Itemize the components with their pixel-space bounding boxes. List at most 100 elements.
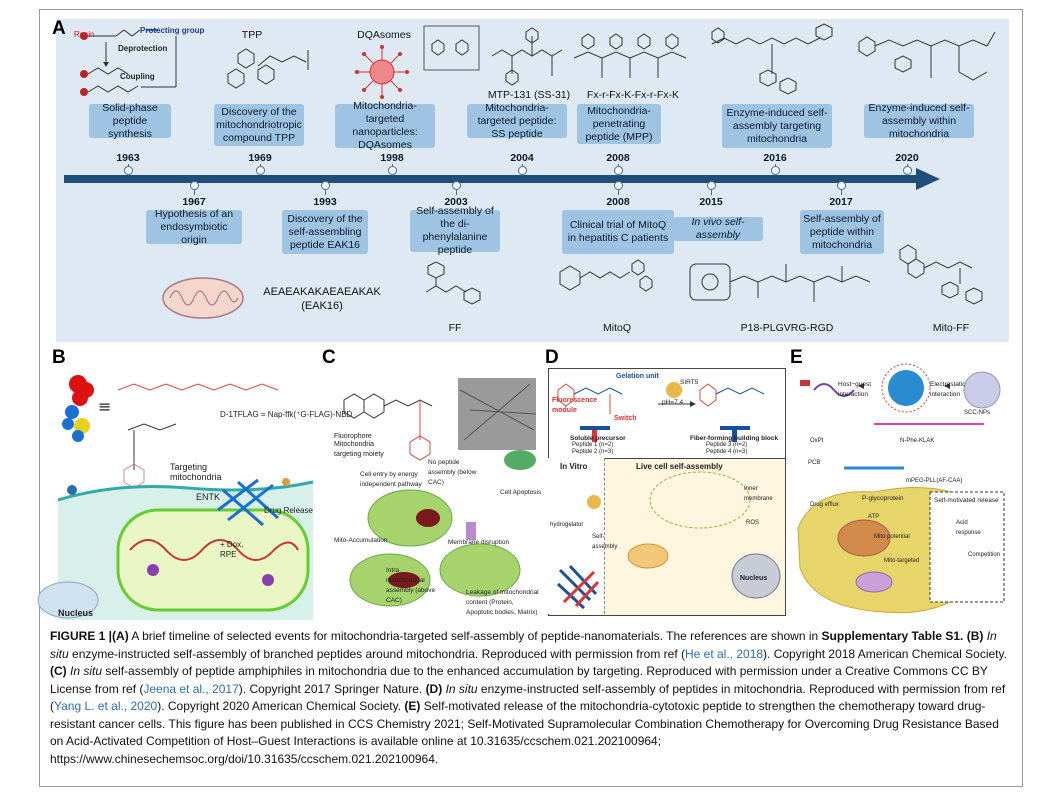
e-pcb: PCB [808,460,821,466]
mitoq-structure [559,259,653,292]
event-box-1967: Hypothesis of an endosymbiotic origin [146,208,242,246]
d-switch: Switch [614,415,637,422]
panel-d-label: D [545,347,559,368]
event-box-2008-top: Mitochondria-penetrating peptide (MPP) [577,104,661,144]
dqasome-structure [355,25,480,99]
caption-a-tag: (A) [112,629,129,643]
d-peptides-block: Peptide 3 (n=2) Peptide 4 (n=3) [706,442,748,455]
tick-dot [518,166,527,175]
caption-e-tag: (E) [404,699,421,713]
c-leakage: Leakage of mitochondrial content (Protei… [466,589,539,616]
mitoff-structure [899,244,983,305]
e-electrostatic: Electrostatic interaction [930,381,966,398]
eak16-sequence: AEAEAKAKAEAEAKAK [263,286,381,298]
e-efflux: Drug efflux [810,502,839,508]
year-2017: 2017 [829,196,853,208]
caption-c-text: self-assembly of peptide amphiphiles in … [50,664,988,696]
caption-e-text: Self-motivated release of the mitochondr… [50,699,999,766]
event-box-2017: Self-assembly of peptide within mitochon… [800,210,884,254]
event-box-1963: Solid-phase peptide synthesis [89,102,171,140]
tpp-structure [227,48,309,89]
resin-label: Resin [74,30,95,39]
year-1969: 1969 [248,152,272,164]
ref-yang-2020[interactable]: Yang L. et al., 2020 [54,699,158,713]
panel-c-illustration [343,378,537,607]
d-fluorescence: Fluorescence module [552,397,598,414]
mitochondrion-icon [162,277,244,319]
timeline-axis [64,175,918,183]
c-no-assembly: No peptide assembly (below CAC) [428,459,477,486]
mpp-structure [573,33,687,78]
p18-label: P18-PLGVRG-RGD [740,322,834,334]
year-2003: 2003 [444,196,468,208]
tick-dot [190,181,199,190]
tick-dot [124,166,133,175]
enzyme-2020-structure [858,31,996,81]
caption-d-text: enzyme-instructed self-assembly of pepti… [50,681,1006,714]
year-2015: 2015 [699,196,723,208]
event-box-2003: Self-assembly of the di-phenylalanine pe… [410,205,500,256]
tick-dot [321,181,330,190]
year-1967: 1967 [182,196,206,208]
d-invitro: In Vitro [560,462,588,471]
d-block: Fiber-forming building block [690,435,779,442]
mitoq-label: MitoQ [602,322,631,334]
e-klak: N-Phe-KLAK [900,438,935,444]
coupling-label: Coupling [120,72,155,81]
caption-fig: FIGURE 1 | [50,629,113,643]
mtp-structure [491,27,563,86]
caption-a-text: A brief timeline of selected events for … [128,629,822,643]
b-targeting: Targeting mitochondria [170,462,222,482]
year-2020: 2020 [895,152,919,164]
c-targeting-moiety: Mitochondria targeting moiety [334,441,384,458]
year-1998: 1998 [380,152,404,164]
tick-dot [771,166,780,175]
tick-dot [707,181,716,190]
event-box-1993: Discovery of the self-assembling peptide… [282,210,368,254]
caption-d-tag: (D) [425,681,443,696]
d-ph: pH=7.4 [662,399,684,406]
event-box-2015: In vivo self-assembly [673,216,763,241]
ff-structure [425,261,481,305]
event-box-2008-bottom: Clinical trial of MitoQ in hepatitis C p… [562,210,674,254]
b-drug-release: Drug Release [264,506,313,515]
e-oxpt: OxPt [810,438,824,444]
year-2004: 2004 [510,152,534,164]
caption-b-text2: ). Copyright 2018 American Chemical Soci… [763,646,1007,661]
caption-c-text2: ). Copyright 2017 Springer Nature. [238,681,426,696]
caption-insitu-c: In situ [70,664,103,678]
e-acid: Acid response [956,520,981,536]
ref-jeena-2017[interactable]: Jeena et al., 2017 [143,681,239,696]
mtp-label: MTP-131 (SS-31) [487,89,571,101]
b-nucleus: Nucleus [58,608,94,618]
event-box-2020: Enzyme-induced self-assembly within mito… [864,102,974,140]
c-intra: Intra mitochondrial assembly (above CAC) [386,567,436,604]
b-entk: ENTK [196,492,221,502]
mitoff-label: Mito-FF [932,322,970,334]
e-potential: Mito potential [874,534,910,540]
tick-dot [614,181,623,190]
b-formula: D-1TFLAG = Nap-ffk(⁺G-FLAG)-NBD [220,410,353,419]
panel-b-label: B [52,347,66,368]
d-precursor: Soluble precursor [570,435,626,442]
caption-insitu-b: In situ [50,629,997,661]
tick-dot [837,181,846,190]
c-disruption: Membrane disruption [448,539,510,546]
caption-insitu-d: In situ [445,681,478,696]
enzyme-2016-structure [711,23,833,95]
mpp-seq-label: Fx-r-Fx-K-Fx-r-Fx-K [586,89,680,101]
d-sirt5: SIRT5 [680,379,699,386]
e-scc: SCC-NPs [964,410,991,416]
p18-structure [689,263,871,302]
tick-dot [256,166,265,175]
e-host-guest: Host−guest interaction [838,381,872,398]
timeline-arrowhead [916,168,940,190]
e-pll: mPEG-PLL(AF-CAA) [906,478,963,484]
protecting-group-label: Protecting group [140,26,205,35]
ref-he-2018[interactable]: He et al., 2018 [684,646,764,661]
deprotection-label: Deprotection [118,44,168,53]
caption-b-text: enzyme-instructed self-assembly of branc… [68,646,685,661]
d-nucleus: Nucleus [740,575,768,582]
e-release: Self-motivated release [934,497,999,504]
panel-c-label: C [322,347,336,368]
